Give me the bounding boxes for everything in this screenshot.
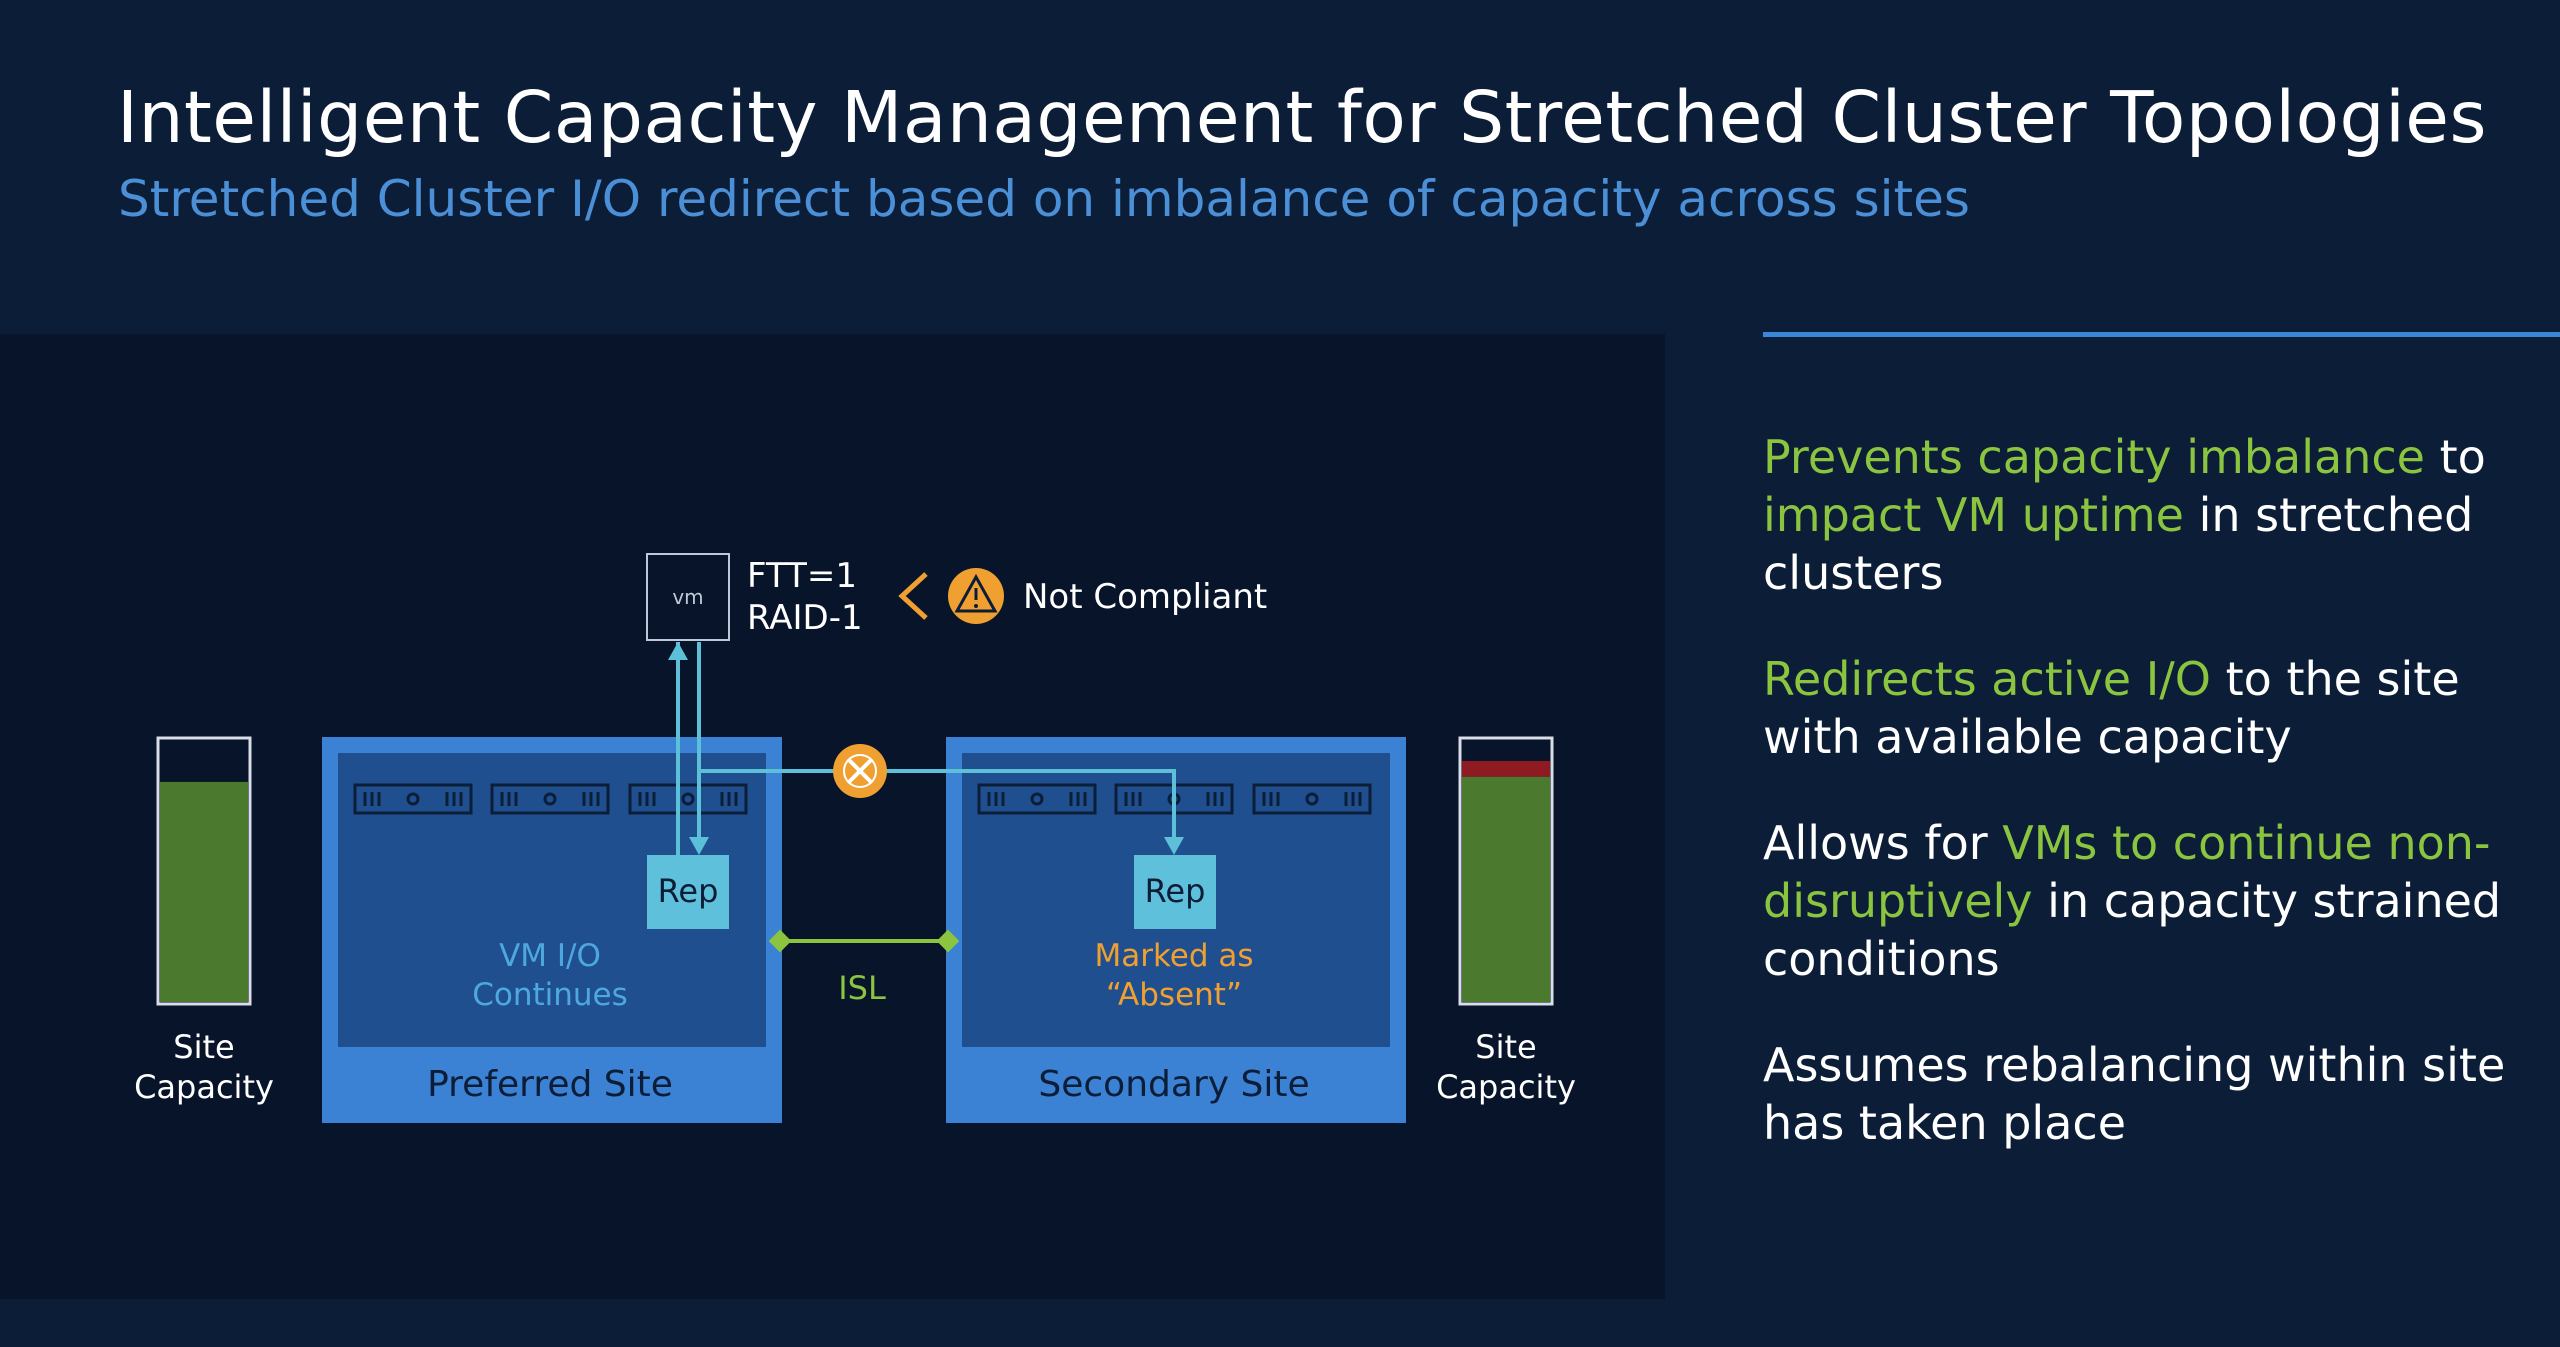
- bullet-1-seg-4: in stretched clusters: [1763, 488, 2474, 600]
- io-arrow-up: [668, 642, 688, 660]
- isl-right-endpoint: [936, 929, 960, 953]
- compliance-status: Not Compliant: [1023, 577, 1267, 617]
- vm-object: vm: [646, 553, 730, 641]
- page-title: Intelligent Capacity Management for Stre…: [117, 76, 2487, 159]
- bullet-4-seg-1: Assumes rebalancing within site has take…: [1763, 1038, 2506, 1150]
- bullet-1-seg-1: Prevents capacity imbalance: [1763, 430, 2425, 484]
- bullet-2-seg-2: to the site with available capacity: [1763, 652, 2460, 764]
- preferred-site-host-3: [628, 783, 748, 815]
- secondary-rep-box: [1134, 855, 1216, 929]
- bullet-1-seg-2: to: [2424, 430, 2486, 484]
- chevron-left-icon: [898, 572, 928, 620]
- bullet-1-seg-3: impact VM uptime: [1763, 488, 2184, 542]
- warning-icon: [948, 568, 1004, 624]
- preferred-rep-label: Rep: [658, 872, 719, 910]
- policy-raid: RAID-1: [747, 598, 863, 638]
- left-capacity-bar: [156, 736, 252, 1006]
- right-capacity-label-line1: Site: [1475, 1028, 1536, 1066]
- secondary-status-line2: “Absent”: [1106, 977, 1242, 1013]
- right-capacity-label-line2: Capacity: [1436, 1068, 1576, 1106]
- accent-rule: [1763, 332, 2560, 337]
- bullet-item-3: Allows for VMs to continue non-disruptiv…: [1763, 814, 2523, 988]
- left-capacity-label-line1: Site: [173, 1028, 234, 1066]
- blocked-path-icon: [833, 744, 887, 798]
- right-capacity-critical: [1462, 760, 1550, 777]
- bullet-item-4: Assumes rebalancing within site has take…: [1763, 1036, 2523, 1152]
- preferred-rep-box: [647, 855, 729, 929]
- right-capacity-bar: [1458, 736, 1554, 1006]
- secondary-site-host-1: [977, 783, 1097, 815]
- preferred-status-line2: Continues: [472, 977, 628, 1013]
- secondary-rep-label: Rep: [1145, 872, 1206, 910]
- bullet-3-seg-2: VMs to continue non-disruptively: [1763, 816, 2491, 928]
- io-arrow-down: [689, 837, 709, 855]
- preferred-site: Rep VM I/O Continues Preferred Site: [322, 737, 782, 1123]
- diagram-panel: Site Capacity Site Capacity: [0, 334, 1665, 1299]
- isl-link: [768, 929, 960, 953]
- isl-label: ISL: [838, 969, 886, 1007]
- isl-left-endpoint: [768, 929, 792, 953]
- preferred-status-line1: VM I/O: [499, 938, 601, 974]
- cluster-diagram: Site Capacity Site Capacity: [134, 553, 1576, 1123]
- preferred-site-host-1: [353, 783, 473, 815]
- page-subtitle: Stretched Cluster I/O redirect based on …: [118, 170, 1970, 228]
- bullet-item-1: Prevents capacity imbalance to impact VM…: [1763, 428, 2523, 602]
- preferred-site-host-2: [490, 783, 610, 815]
- io-arrow-secondary: [1164, 837, 1184, 855]
- secondary-site-name: Secondary Site: [1038, 1064, 1309, 1105]
- left-capacity-fill: [160, 781, 248, 1002]
- policy-ftt: FTT=1: [747, 556, 857, 596]
- bullet-list: Prevents capacity imbalance to impact VM…: [1763, 428, 2523, 1200]
- vm-label: vm: [672, 585, 703, 609]
- bullet-item-2: Redirects active I/O to the site with av…: [1763, 650, 2523, 766]
- right-capacity-fill: [1462, 776, 1550, 1002]
- left-capacity-label-line2: Capacity: [134, 1068, 274, 1106]
- bullet-2-seg-1: Redirects active I/O: [1763, 652, 2212, 706]
- secondary-site-host-3: [1252, 783, 1372, 815]
- vm-box: [646, 553, 730, 641]
- secondary-status-line1: Marked as: [1094, 938, 1253, 974]
- bullet-3-seg-1: Allows for: [1763, 816, 2003, 870]
- preferred-site-name: Preferred Site: [427, 1064, 673, 1105]
- bullet-3-seg-3: in capacity strained conditions: [1763, 874, 2502, 986]
